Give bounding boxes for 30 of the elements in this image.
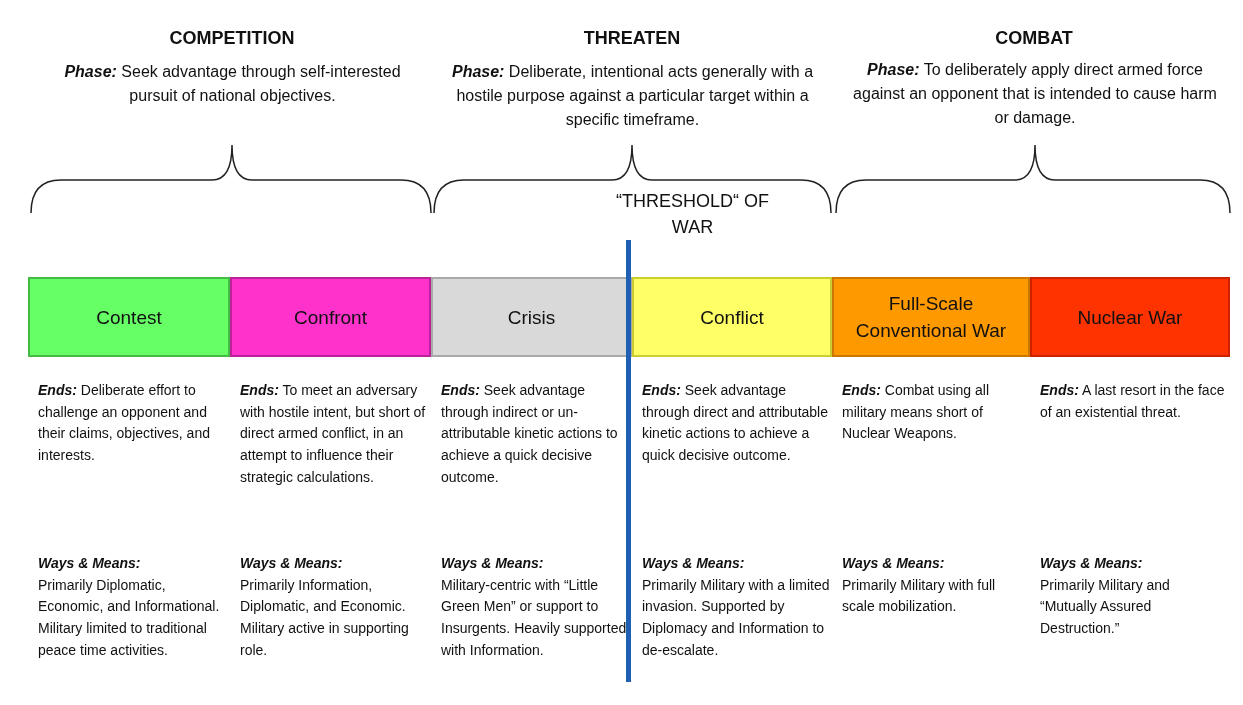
phase-heading: COMPETITION [168,28,296,49]
ways-means-text: Ways & Means: Primarily Military with full scale mobilization. [842,554,997,617]
phase-description: Phase: Seek advantage through self-interested pursuit of national objectives. [63,62,402,106]
ways-means-text: Ways & Means: Primarily Information, Diplomatic, and Economic. Military active in supporting role. [240,554,410,660]
stage-box [832,277,1030,357]
ends-text: Ends: Deliberate effort to challenge an opponent and their claims, objectives, and interests. [38,381,211,466]
ways-means-text: Ways & Means: Primarily Military with a limited invasion. Supported by Diplomacy and Information to de-escalate. [642,554,830,660]
phase-heading: COMBAT [994,28,1074,49]
stage-box [431,277,632,357]
stage-name: Nuclear War [1077,305,1183,330]
stage-name: Confront [294,305,367,330]
phase-description: Phase: Deliberate, intentional acts generally with a hostile purpose against a particular target within a specific timeframe. [450,62,815,130]
ends-text: Ends: Seek advantage through direct and attributable kinetic actions to achieve a quick decisive outcome. [642,381,829,466]
ends-text: Ends: Seek advantage through indirect or un-attributable kinetic actions to achieve a quick decisive outcome. [441,381,619,487]
ways-means-text: Ways & Means: Primarily Military and “Mutually Assured Destruction.” [1040,554,1171,639]
stage-box [632,277,832,357]
ways-means-text: Ways & Means: Military-centric with “Little Green Men” or support to Insurgents. Heavily supported with Information. [441,554,628,660]
ends-text: Ends: Combat using all military means short of Nuclear Weapons. [842,381,991,444]
phase-description: Phase: To deliberately apply direct armed force against an opponent that is intended to cause harm or damage. [852,60,1218,128]
ends-text: Ends: A last resort in the face of an existential threat. [1040,381,1226,422]
ends-text: Ends: To meet an adversary with hostile intent, but short of direct armed conflict, in an attempt to influence their strategic calculations. [240,381,427,487]
stage-name: Conflict [700,305,764,330]
stage-name: Crisis [507,305,556,330]
ways-means-text: Ways & Means: Primarily Diplomatic, Economic, and Informational. Military limited to traditional peace time activities. [38,554,221,660]
stage-box [1030,277,1230,357]
stage-box [230,277,431,357]
stage-name: Contest [96,305,162,330]
stage-box [28,277,230,357]
phase-heading: THREATEN [582,28,682,49]
stage-name: Full-Scale Conventional War [854,292,1008,343]
